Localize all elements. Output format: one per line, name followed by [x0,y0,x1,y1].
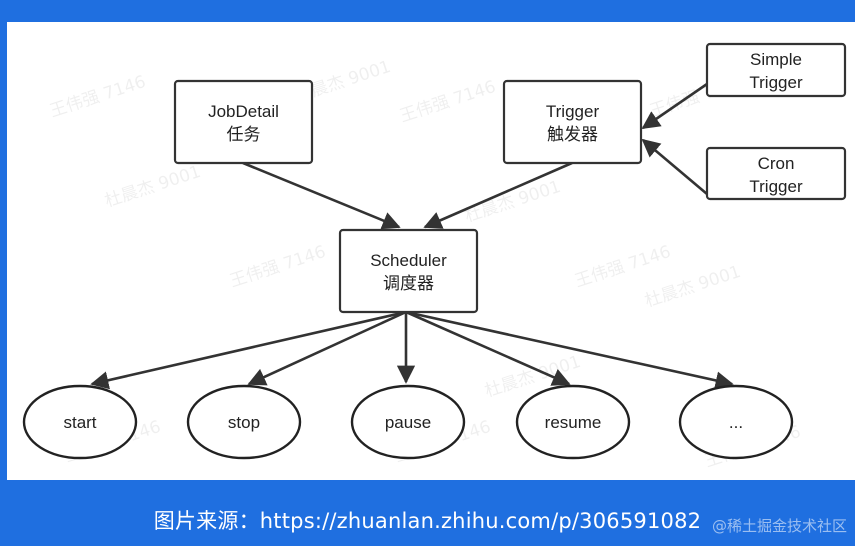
site-credit-watermark: @稀土掘金技术社区 [711,517,847,535]
watermark: 杜晨杰 9001 [102,162,203,212]
scheduler-sublabel: 调度器 [383,274,434,293]
trigger-sublabel: 触发器 [547,125,598,144]
scheduler-to-resume-arrow [405,310,571,386]
trigger-node: Trigger 触发器 [502,79,643,165]
watermark: 杜晨杰 9001 [462,177,563,227]
action-label: start [63,413,96,432]
cron-to-trigger-arrow [641,138,708,195]
action-stop-node: stop [186,384,302,460]
connector-layer [90,82,734,390]
action-label: stop [228,413,260,432]
action-label: pause [385,413,431,432]
scheduler-label: Scheduler [370,251,447,270]
jobdetail-label: JobDetail [208,102,279,121]
action-label: resume [545,413,602,432]
simple-trigger-sublabel: Trigger [749,73,803,92]
quartz-architecture-diagram: 王伟强 7146 王伟强 7146 王伟强 7146 杜晨杰 9001 杜晨杰 … [22,42,847,472]
cron-trigger-node: Cron Trigger [705,146,847,201]
cron-trigger-label: Cron [758,154,795,173]
watermark: 杜晨杰 9001 [642,262,743,312]
watermark: 王伟强 7146 [397,77,498,127]
trigger-label: Trigger [546,102,600,121]
jobdetail-sublabel: 任务 [227,125,261,144]
scheduler-to-stop-arrow [247,310,407,386]
image-source-caption: 图片来源：https://zhuanlan.zhihu.com/p/306591… [153,509,702,533]
scheduler-node: Scheduler 调度器 [338,228,479,314]
action-pause-node: pause [350,384,466,460]
watermark: 王伟强 7146 [47,72,148,122]
watermark: 王伟强 7146 [227,242,328,292]
diagram-canvas: 王伟强 7146 王伟强 7146 王伟强 7146 杜晨杰 9001 杜晨杰 … [7,22,855,480]
simple-to-trigger-arrow [641,82,708,130]
scheduler-to-start-arrow [90,310,407,390]
action-resume-node: resume [515,384,631,460]
cron-trigger-sublabel: Trigger [749,177,803,196]
scheduler-to-more-arrow [405,310,734,390]
watermark: 王伟强 7146 [572,242,673,292]
jobdetail-to-scheduler-arrow [242,161,401,230]
trigger-to-scheduler-arrow [423,161,573,229]
action-start-node: start [22,384,138,460]
simple-trigger-node: Simple Trigger [705,42,847,98]
action-label: ... [729,413,743,432]
action-more-node: ... [678,384,794,460]
simple-trigger-label: Simple [750,50,802,69]
jobdetail-node: JobDetail 任务 [173,79,314,165]
